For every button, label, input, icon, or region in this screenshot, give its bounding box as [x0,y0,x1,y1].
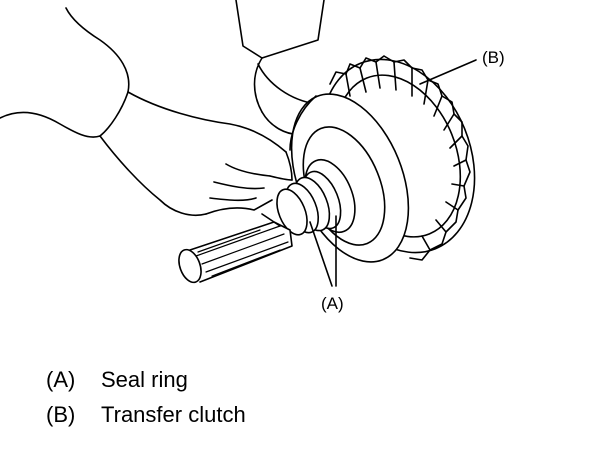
leader-lines [309,59,477,287]
upper-sleeve-drawing [235,0,325,113]
leader-line-b [419,59,477,85]
callout-label-seal-rings: (A) [321,294,344,313]
leader-line-a-left [309,221,333,287]
callout-label-transfer-clutch: (B) [482,48,505,67]
legend-item-transfer-clutch: (B) Transfer clutch [46,404,246,426]
legend-key: (B) [46,402,76,427]
seal-rings [276,170,342,236]
splined-shaft [178,213,293,284]
lower-sleeve-drawing [0,7,130,138]
legend-label: Transfer clutch [101,402,246,427]
legend-key: (A) [46,367,76,392]
lower-hand-drawing [99,91,293,216]
legend-item-seal-ring: (A) Seal ring [46,369,188,391]
legend-label: Seal ring [101,367,188,392]
